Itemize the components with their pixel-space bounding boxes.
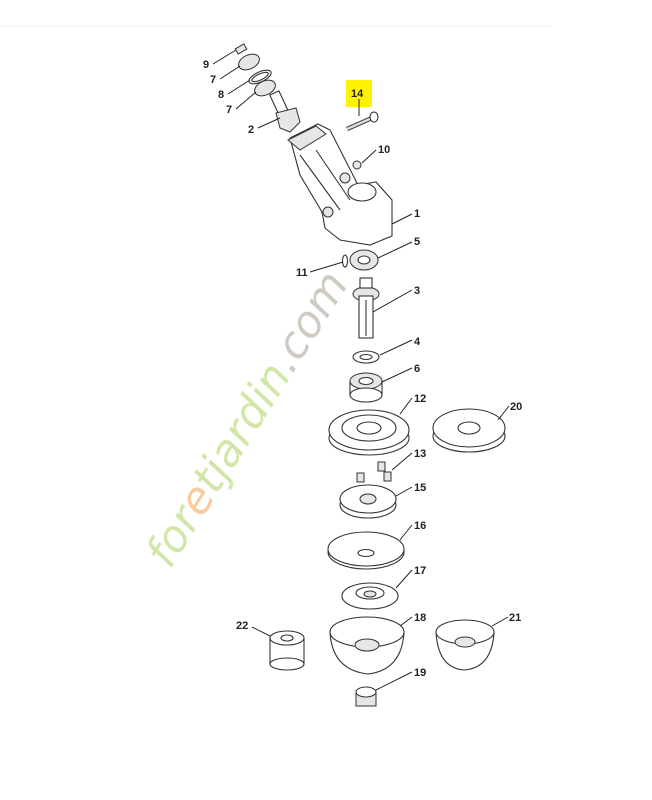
part-21-mowing-head-cup[interactable] xyxy=(435,619,495,671)
watermark: foretjardin.com xyxy=(136,262,358,576)
leader-line-5 xyxy=(377,241,413,259)
callout-22[interactable]: 22 xyxy=(236,620,248,632)
part-1-gear-housing[interactable] xyxy=(287,123,393,246)
part-15-thrust-washer[interactable] xyxy=(339,484,397,519)
callout-13[interactable]: 13 xyxy=(414,448,426,460)
part-16-guard-disc[interactable] xyxy=(327,531,405,570)
callout-20[interactable]: 20 xyxy=(510,401,522,413)
callout-6[interactable]: 6 xyxy=(414,363,420,375)
callout-1[interactable]: 1 xyxy=(414,208,420,220)
part-22-bushing[interactable] xyxy=(269,630,305,671)
part-19-nut[interactable] xyxy=(355,686,377,707)
leader-line-22 xyxy=(251,626,271,637)
callout-4[interactable]: 4 xyxy=(414,336,421,348)
leader-line-13 xyxy=(391,452,413,471)
leader-line-6 xyxy=(381,367,413,383)
part-10-plug[interactable] xyxy=(352,160,362,170)
callout-16[interactable]: 16 xyxy=(414,520,426,532)
callout-7[interactable]: 7 xyxy=(210,74,216,86)
leader-line-17 xyxy=(395,569,413,589)
part-9-screw[interactable] xyxy=(234,43,248,55)
callout-19[interactable]: 19 xyxy=(414,667,426,679)
leader-line-4 xyxy=(379,339,413,356)
part-12-thrust-plate[interactable] xyxy=(328,409,410,456)
leader-line-11 xyxy=(309,261,344,273)
leader-line-2 xyxy=(257,117,281,129)
part-18-mowing-head-cup[interactable] xyxy=(329,616,405,675)
part-13-screws[interactable] xyxy=(356,461,392,483)
leader-line-20 xyxy=(497,405,510,421)
leader-line-18 xyxy=(399,616,413,627)
callout-3[interactable]: 3 xyxy=(414,285,420,297)
leader-line-9 xyxy=(212,49,237,65)
leader-line-10 xyxy=(361,149,377,164)
callout-8[interactable]: 8 xyxy=(218,89,224,101)
leader-line-7 xyxy=(219,65,241,80)
leader-line-7 xyxy=(235,91,257,110)
part-3-shaft-gear[interactable] xyxy=(352,277,380,339)
callout-7[interactable]: 7 xyxy=(226,104,232,116)
part-4-washer[interactable] xyxy=(352,350,380,364)
part-17-thrust-plate[interactable] xyxy=(341,582,399,610)
watermark-text: foretjardin.com xyxy=(136,262,358,576)
callout-21[interactable]: 21 xyxy=(509,612,521,624)
part-20-thrust-plate[interactable] xyxy=(432,408,506,453)
leader-line-19 xyxy=(375,671,413,691)
leader-line-3 xyxy=(372,289,413,313)
leader-line-16 xyxy=(399,524,413,541)
callout-9[interactable]: 9 xyxy=(203,59,209,71)
callout-5[interactable]: 5 xyxy=(414,236,420,248)
callout-10[interactable]: 10 xyxy=(378,144,390,156)
part-14-bolt[interactable] xyxy=(346,111,379,132)
leader-line-21 xyxy=(491,616,509,627)
leader-line-15 xyxy=(395,486,413,497)
part-5-ball-bearing[interactable] xyxy=(349,249,379,271)
part-7-bushing-top[interactable] xyxy=(236,51,262,73)
part-2-bevel-gear[interactable] xyxy=(269,90,301,133)
callout-14[interactable]: 14 xyxy=(351,88,364,100)
callout-18[interactable]: 18 xyxy=(414,612,426,624)
leader-line-1 xyxy=(391,213,413,225)
callout-2[interactable]: 2 xyxy=(248,124,254,136)
callout-15[interactable]: 15 xyxy=(414,482,426,494)
callout-12[interactable]: 12 xyxy=(414,393,426,405)
part-11-circlip[interactable] xyxy=(341,254,349,268)
leader-line-8 xyxy=(227,79,251,95)
callout-11[interactable]: 11 xyxy=(296,267,308,279)
callout-17[interactable]: 17 xyxy=(414,565,426,577)
part-6-ball-bearing[interactable] xyxy=(349,372,383,403)
leader-line-12 xyxy=(399,397,413,415)
